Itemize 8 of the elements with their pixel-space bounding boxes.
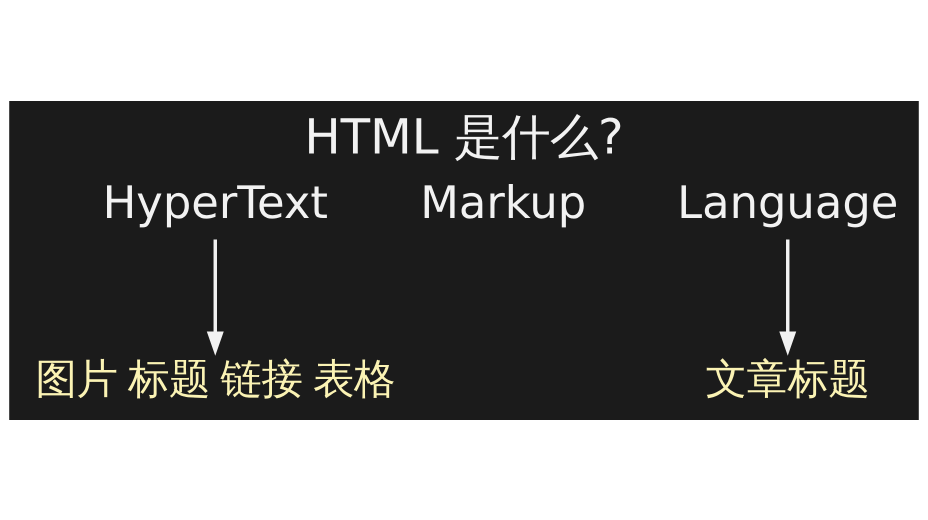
node-text: HyperText xyxy=(102,175,328,228)
arrow xyxy=(779,238,796,356)
node-text: Markup xyxy=(420,175,586,228)
diagram-title: HTML 是什么? xyxy=(304,108,624,165)
node-text: 图片 标题 链接 表格 xyxy=(36,355,395,402)
node-text: 文章标题 xyxy=(706,355,870,402)
node-text: Language xyxy=(677,175,898,228)
arrow xyxy=(206,238,224,356)
